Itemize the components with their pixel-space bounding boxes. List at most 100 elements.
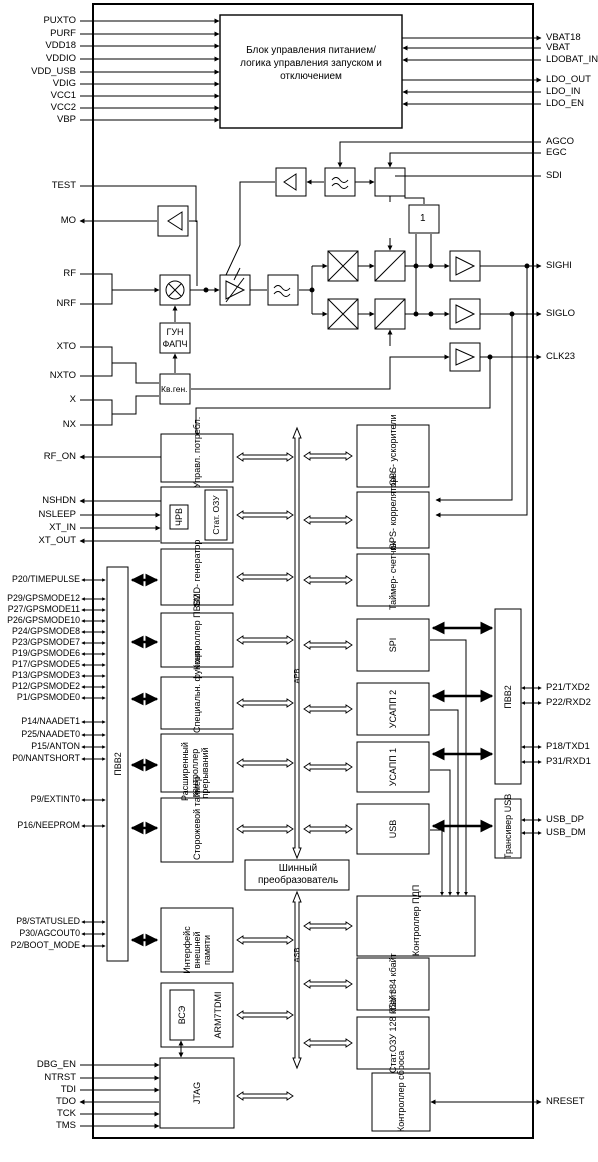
bus-asb: ASB — [292, 947, 301, 963]
pin-p24: P24/GPSMODE8 — [12, 626, 80, 636]
pin-ldo-out: LDO_OUT — [546, 74, 591, 85]
pin-usb-dp: USB_DP — [546, 814, 585, 825]
block-jtag: JTAG — [192, 1081, 202, 1105]
power-block-frame — [219, 14, 403, 129]
pin-p29: P29/GPSMODE12 — [7, 593, 80, 603]
pin-nxto: NXTO — [49, 370, 76, 381]
pin-clk23: CLK23 — [546, 351, 576, 362]
pin-xt-out: XT_OUT — [38, 535, 76, 546]
pin-ldo-in: LDO_IN — [546, 86, 581, 97]
block-one: 1 — [420, 213, 426, 224]
pin-vbp: VBP — [56, 114, 76, 125]
pin-p21: P21/TXD2 — [546, 682, 590, 693]
pin-test: TEST — [51, 180, 76, 191]
bus-links-left — [236, 452, 294, 1101]
pin-tms: TMS — [55, 1120, 76, 1131]
pin-xt-in: XT_IN — [49, 522, 76, 533]
pin-p31: P31/RXD1 — [546, 756, 591, 767]
block-pio2-left: ПВВ2 — [113, 752, 123, 776]
pin-vdd18: VDD18 — [45, 40, 76, 51]
pin-vddio: VDDIO — [45, 53, 76, 64]
block-xosc: Кв.ген. — [161, 384, 188, 394]
pin-p12: P12/GPSMODE2 — [12, 681, 80, 691]
pin-p9: P9/EXTINT0 — [30, 794, 80, 804]
pin-p13: P13/GPSMODE3 — [12, 670, 80, 680]
pin-siglo: SIGLO — [546, 308, 576, 319]
pin-p19: P19/GPSMODE6 — [12, 648, 80, 658]
pin-p1: P1/GPSMODE0 — [16, 692, 80, 702]
block-bus-bridge: Шинный преобразователь — [258, 863, 339, 886]
pin-tdi: TDI — [60, 1084, 76, 1095]
bus-apb: APB — [292, 668, 301, 684]
pin-p2: P2/BOOT_MODE — [10, 940, 80, 950]
block-pdp: Контроллер ПДП — [411, 884, 421, 956]
pin-p22: P22/RXD2 — [546, 697, 591, 708]
pin-p23: P23/GPSMODE7 — [12, 637, 80, 647]
pin-puxto: PUXTO — [43, 15, 76, 26]
pin-sdi: SDI — [546, 170, 562, 181]
pin-ldobat-in: LDOBAT_IN — [546, 54, 598, 65]
pin-tck: TCK — [57, 1108, 76, 1119]
pin-p0: P0/NANTSHORT — [12, 753, 80, 763]
pin-tdo: TDO — [55, 1096, 76, 1107]
pin-egc: EGC — [546, 147, 567, 158]
pin-p8: P8/STATUSLED — [16, 916, 80, 926]
pin-p18: P18/TXD1 — [546, 741, 590, 752]
block-rtc: ЧРВ — [174, 508, 184, 527]
pin-xto: XTO — [56, 341, 76, 352]
pin-usb-dm: USB_DM — [546, 827, 586, 838]
pin-mo: MO — [60, 215, 76, 226]
pin-p17: P17/GPSMODE5 — [12, 659, 80, 669]
pin-p14: P14/NAADET1 — [21, 716, 80, 726]
pin-ntrst: NTRST — [44, 1072, 76, 1083]
pin-p30: P30/AGCOUT0 — [19, 928, 80, 938]
block-power-mgmt: Управл. потребл. — [192, 416, 202, 488]
pin-ldo-en: LDO_EN — [546, 98, 585, 109]
pin-nreset: NRESET — [546, 1096, 585, 1107]
block-bce: ВСЭ — [177, 1005, 187, 1025]
pin-nsleep: NSLEEP — [38, 509, 77, 520]
pin-agco: AGCO — [546, 136, 574, 147]
block-arm: ARM7TDMI — [213, 991, 223, 1039]
block-gps-corr: GPS- корреляторы — [388, 471, 398, 550]
block-usb-xcvr: Трансивер USB — [503, 793, 513, 859]
pin-p15: P15/ANTON — [31, 741, 80, 751]
pin-vcc1: VCC1 — [50, 90, 76, 101]
pin-p27: P27/GPSMODE11 — [7, 604, 80, 614]
pin-purf: PURF — [50, 28, 76, 39]
chip-outline — [92, 3, 534, 1139]
bus-links-right — [303, 451, 353, 1048]
block-pio2-right: ПВВ2 — [503, 685, 513, 709]
pin-p20: P20/TIMEPULSE — [12, 574, 80, 584]
block-watchdog: Сторожевой таймер — [192, 776, 202, 860]
block-usart2: УСАПП 2 — [388, 689, 398, 729]
pin-vcc2: VCC2 — [50, 102, 76, 113]
pin-dbg-en: DBG_EN — [36, 1059, 76, 1070]
pin-vbat: VBAT — [546, 42, 571, 53]
pin-rf: RF — [63, 268, 76, 279]
block-reset-ctrl: Контроллер сброса — [396, 1050, 406, 1132]
block-special-func: Специальн. функция — [192, 645, 202, 733]
pin-p26: P26/GPSMODE10 — [7, 615, 80, 625]
pin-sighi: SIGHI — [546, 260, 572, 271]
block-ext-mem: Интерфейс внешней памяти — [182, 926, 212, 974]
pin-nx: NX — [62, 419, 76, 430]
block-usb: USB — [388, 819, 398, 839]
power-block-text: Блок управления питанием/ логика управле… — [240, 45, 382, 82]
block-timer: Таймер- счетчик — [388, 541, 398, 610]
block-usart1: УСАПП 1 — [388, 747, 398, 787]
pin-nrf: NRF — [56, 298, 76, 309]
pin-vdd-usb: VDD_USB — [31, 66, 76, 77]
block-ram-small: Стат. ОЗУ — [211, 495, 221, 535]
pin-vbat18: VBAT18 — [546, 32, 581, 43]
pin-nshdn: NSHDN — [42, 495, 76, 506]
pin-p16: P16/NEEPROM — [17, 820, 80, 830]
pin-x: X — [69, 394, 76, 405]
pin-rf-on: RF_ON — [43, 451, 76, 462]
pin-p25: P25/NAADET0 — [21, 729, 80, 739]
block-vco: ГУН ФАПЧ — [162, 327, 188, 349]
pin-vdig: VDIG — [52, 78, 76, 89]
block-spi: SPI — [388, 637, 398, 653]
power-block: Блок управления питанием/ логика управле… — [236, 44, 386, 83]
